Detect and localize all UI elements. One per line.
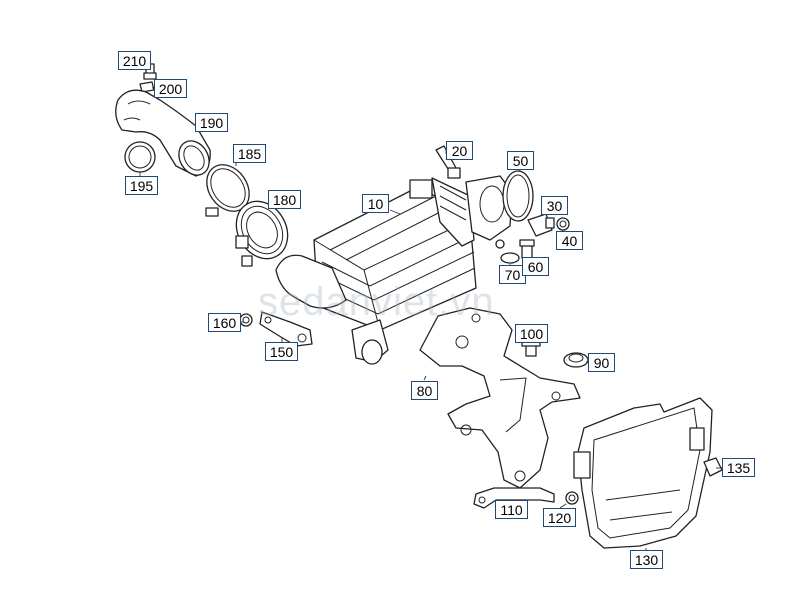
callout-20[interactable]: 20 xyxy=(446,141,473,160)
callout-195[interactable]: 195 xyxy=(125,176,158,195)
part-70-washer xyxy=(500,252,520,264)
callout-90[interactable]: 90 xyxy=(588,353,615,372)
callout-40[interactable]: 40 xyxy=(556,231,583,250)
callout-110[interactable]: 110 xyxy=(495,500,528,519)
part-80-support-bracket xyxy=(419,307,581,489)
callout-130[interactable]: 130 xyxy=(630,550,663,569)
part-195-o-ring xyxy=(124,141,156,173)
part-120-bolt xyxy=(565,491,579,505)
watermark-text: sedanviet.vn xyxy=(258,280,495,324)
part-135-clip xyxy=(703,457,723,477)
callout-100[interactable]: 100 xyxy=(515,324,548,343)
part-190-intake-hose xyxy=(115,89,211,177)
callout-160[interactable]: 160 xyxy=(208,313,241,332)
callout-10[interactable]: 10 xyxy=(362,194,389,213)
part-40-nut xyxy=(556,217,570,231)
callout-200[interactable]: 200 xyxy=(154,79,187,98)
callout-190[interactable]: 190 xyxy=(195,113,228,132)
callout-70[interactable]: 70 xyxy=(499,265,526,284)
part-160-nut xyxy=(239,313,253,327)
callout-135[interactable]: 135 xyxy=(722,458,755,477)
part-130-cover xyxy=(573,397,713,549)
part-60-bolt xyxy=(519,239,535,259)
callout-185[interactable]: 185 xyxy=(233,144,266,163)
part-90-grommet xyxy=(563,352,589,368)
part-180-coupling xyxy=(235,200,289,267)
callout-60[interactable]: 60 xyxy=(522,257,549,276)
part-50-gasket xyxy=(502,170,534,222)
part-10-charge-air-cooler xyxy=(275,177,477,365)
callout-50[interactable]: 50 xyxy=(507,151,534,170)
part-110-bracket xyxy=(473,487,555,509)
callout-80[interactable]: 80 xyxy=(411,381,438,400)
callout-180[interactable]: 180 xyxy=(268,190,301,209)
callout-210[interactable]: 210 xyxy=(118,51,151,70)
part-30-sensor xyxy=(527,213,555,237)
part-150-bracket xyxy=(259,311,313,347)
callout-150[interactable]: 150 xyxy=(265,342,298,361)
callout-30[interactable]: 30 xyxy=(541,196,568,215)
callout-120[interactable]: 120 xyxy=(543,508,576,527)
